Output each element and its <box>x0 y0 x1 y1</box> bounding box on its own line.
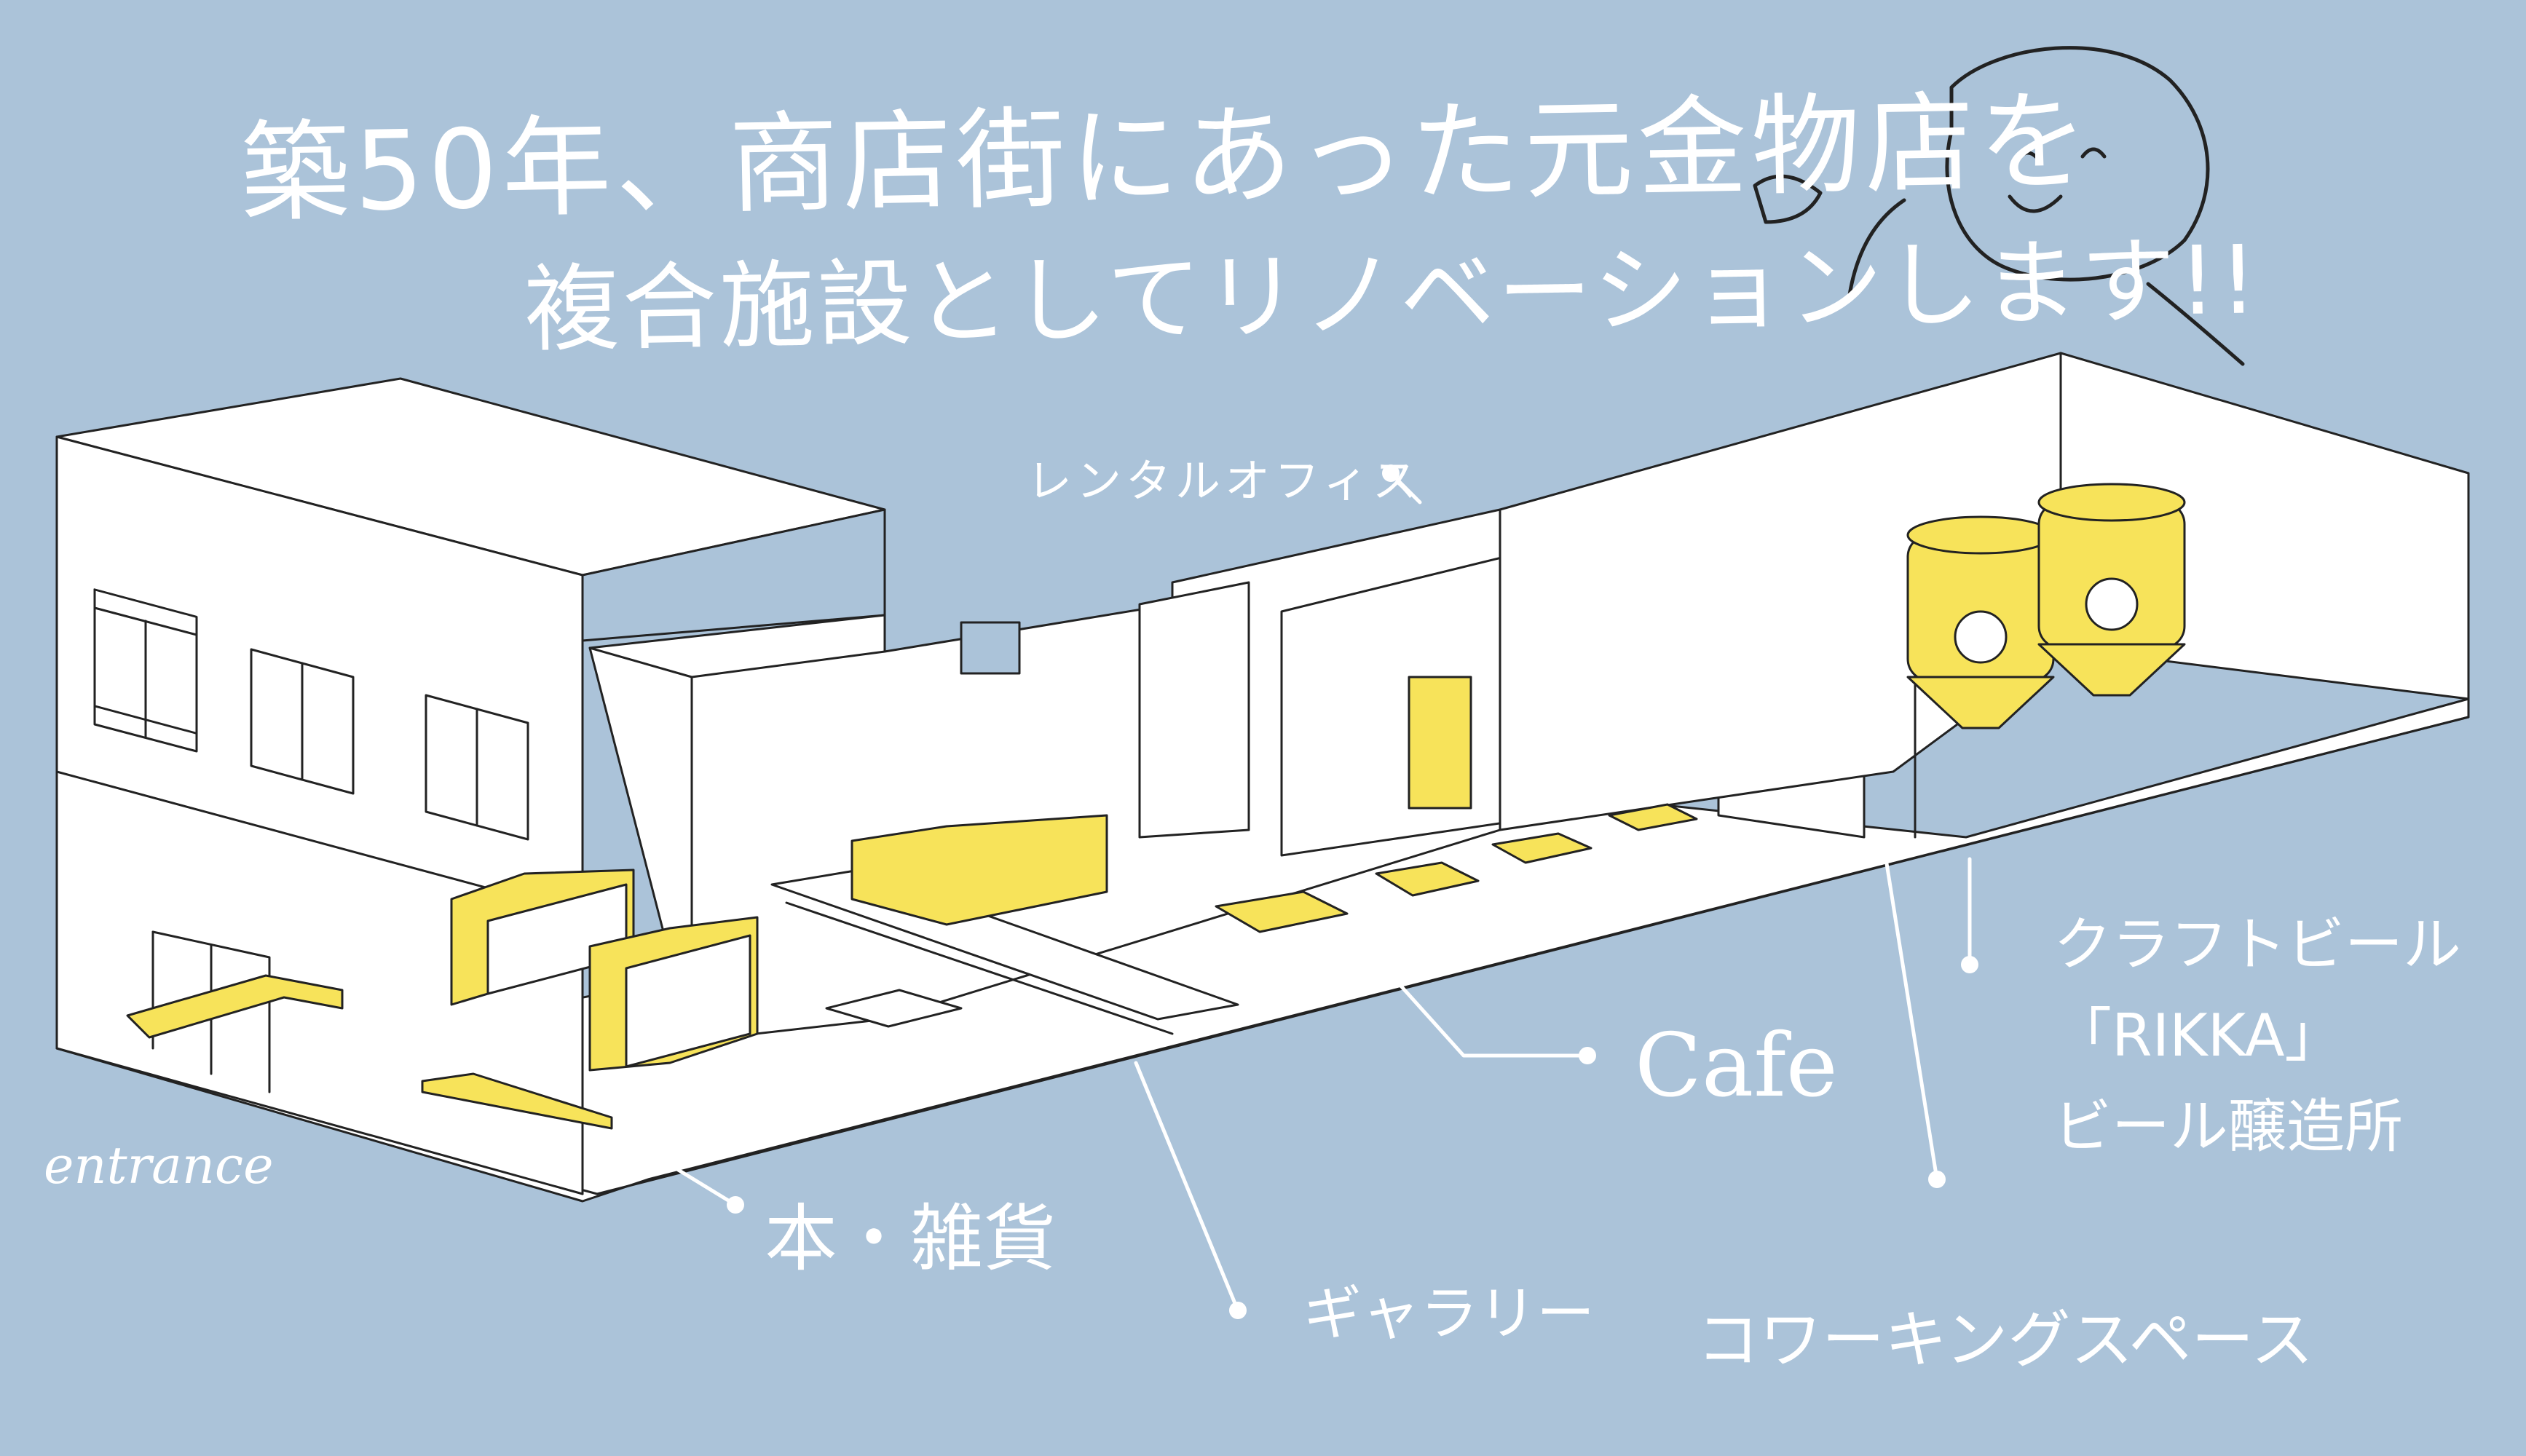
label-brewery: クラフトビール 「RIKKA」 ビール醸造所 <box>2053 911 2461 1160</box>
front-table <box>421 1072 613 1130</box>
partition-1 <box>1138 581 1250 839</box>
label-entrance: entrance <box>44 1136 274 1195</box>
yellow-door <box>1408 676 1472 810</box>
rear-wall-middle <box>588 508 1501 1042</box>
cafe-table-3 <box>1491 832 1592 864</box>
goods-table <box>825 989 963 1028</box>
cafe-table-2 <box>1375 861 1480 897</box>
label-gallery: ギャラリー <box>1303 1280 1595 1348</box>
label-books: 本・雑貨 <box>765 1196 1056 1281</box>
character-illustration <box>1753 46 2245 366</box>
leader-lines <box>668 471 1972 1313</box>
cafe-counter <box>850 814 1108 926</box>
entrance-bench <box>126 974 344 1039</box>
brewery-tank-2 <box>2037 483 2186 697</box>
cafe-table-4 <box>1608 803 1698 831</box>
cafe-table-1 <box>1215 890 1349 933</box>
label-cafe: Cafe <box>1635 1016 1838 1117</box>
label-rental-office: レンタルオフィス <box>1027 454 1422 507</box>
brewery-tank-1 <box>1906 515 2055 729</box>
label-coworking: コワーキングスペース <box>1697 1304 2314 1377</box>
skylight <box>960 621 1021 675</box>
